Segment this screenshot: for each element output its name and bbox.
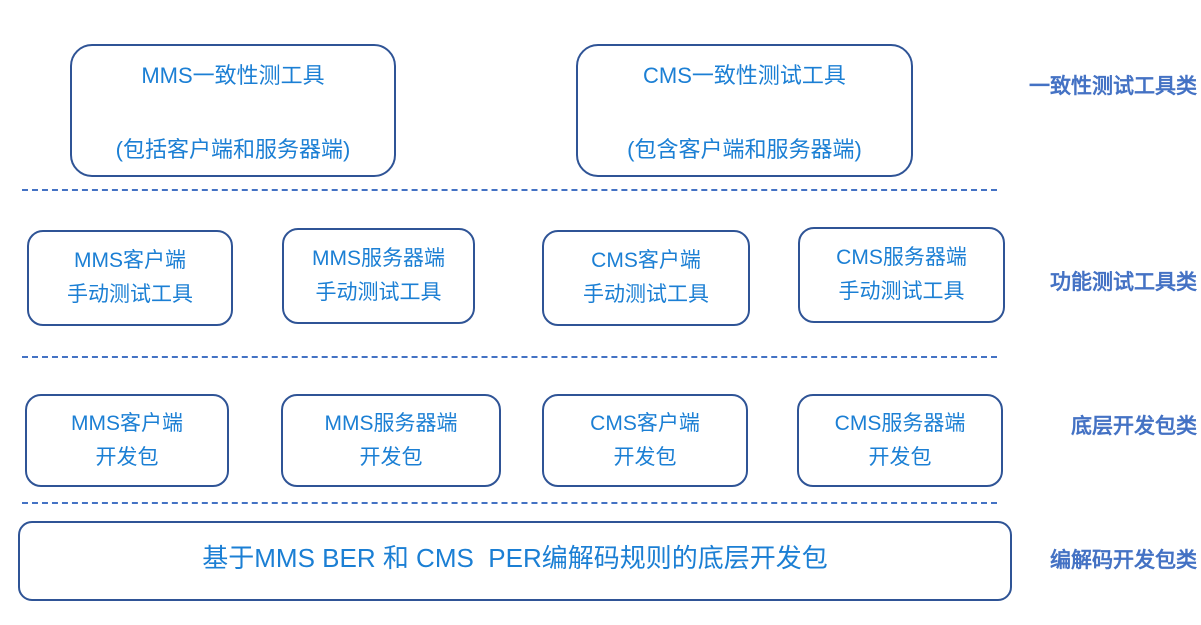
box-title: CMS一致性测试工具 [643,62,846,88]
box-mms-client-manual-test-tool: MMS客户端 手动测试工具 [27,230,233,326]
box-subtitle: 手动测试工具 [315,281,442,304]
box-title: MMS服务器端 [324,411,458,435]
layer-label-devkit: 底层开发包类 [1071,415,1197,438]
box-cms-client-devkit: CMS客户端 开发包 [542,394,748,487]
box-subtitle: 开发包 [95,445,159,469]
box-cms-conformance-tool: CMS一致性测试工具 (包含客户端和服务器端) [576,44,913,177]
box-mms-client-devkit: MMS客户端 开发包 [25,394,229,487]
box-cms-server-manual-test-tool: CMS服务器端 手动测试工具 [798,227,1005,323]
box-subtitle: 手动测试工具 [583,283,709,306]
box-title: CMS客户端 [590,411,700,435]
layer-label-codec: 编解码开发包类 [1050,549,1197,572]
box-codec-base-devkit: 基于MMS BER 和 CMS PER编解码规则的底层开发包 [18,521,1012,601]
box-mms-server-devkit: MMS服务器端 开发包 [281,394,501,487]
box-title: MMS客户端 [71,411,183,435]
box-subtitle: 手动测试工具 [67,283,193,306]
layer-divider-3 [22,502,997,504]
box-title: CMS服务器端 [836,246,967,269]
box-title: MMS服务器端 [312,247,445,270]
layer-divider-1 [22,189,997,191]
layer-divider-2 [22,356,997,358]
box-mms-conformance-tool: MMS一致性测工具 (包括客户端和服务器端) [70,44,396,177]
box-subtitle: 开发包 [868,445,932,469]
box-subtitle: (包含客户端和服务器端) [627,136,862,162]
box-cms-client-manual-test-tool: CMS客户端 手动测试工具 [542,230,750,326]
box-subtitle: 开发包 [613,445,677,469]
box-subtitle: 开发包 [359,445,423,469]
box-title: CMS服务器端 [834,411,966,435]
box-title: MMS一致性测工具 [141,62,325,88]
box-subtitle: (包括客户端和服务器端) [115,136,351,162]
box-title: CMS客户端 [591,249,701,272]
box-title: MMS客户端 [74,249,186,272]
layer-label-conformance: 一致性测试工具类 [1029,75,1197,98]
layer-label-functional: 功能测试工具类 [1050,271,1197,294]
box-subtitle: 手动测试工具 [838,280,965,303]
box-title: 基于MMS BER 和 CMS PER编解码规则的底层开发包 [202,543,828,573]
box-mms-server-manual-test-tool: MMS服务器端 手动测试工具 [282,228,475,324]
box-cms-server-devkit: CMS服务器端 开发包 [797,394,1003,487]
